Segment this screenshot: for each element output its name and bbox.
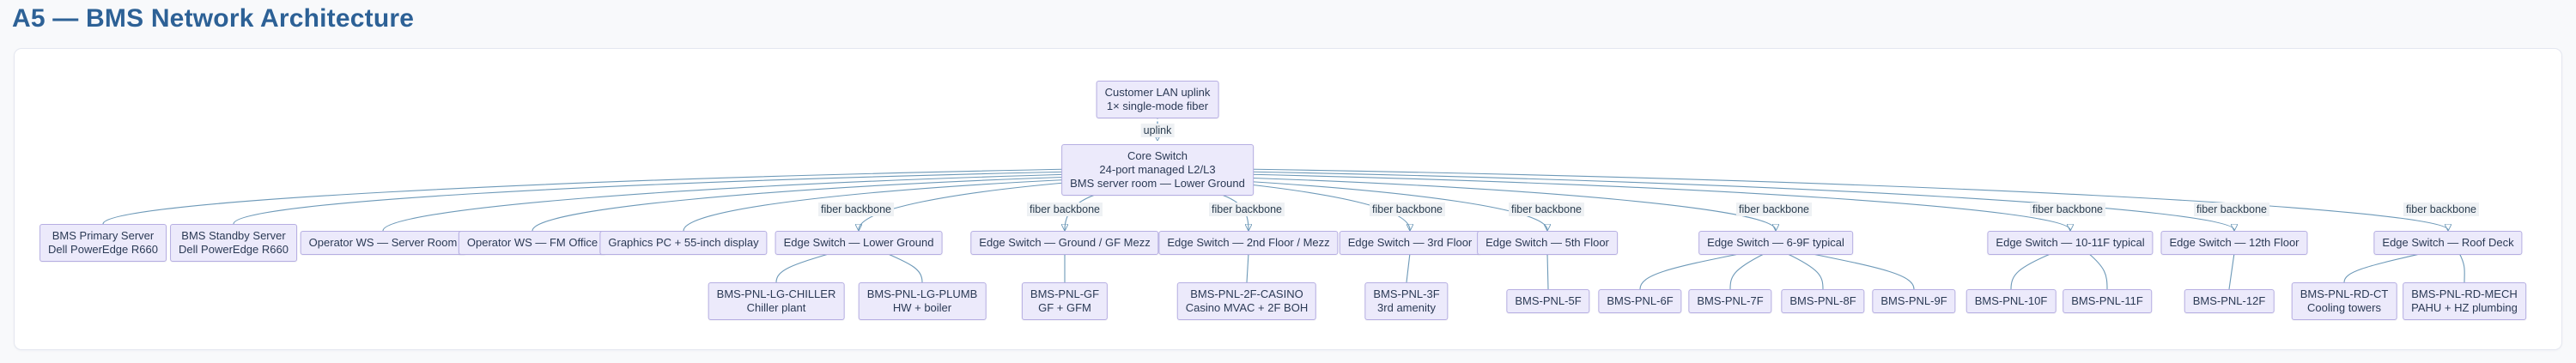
node-bms-pnl-lg-plumb: BMS-PNL-LG-PLUMB HW + boiler <box>858 282 987 320</box>
edge-label-fiber-backbone: fiber backbone <box>1208 203 1285 216</box>
node-edge-switch-ground-gf-mezz: Edge Switch — Ground / GF Mezz <box>970 231 1159 255</box>
node-label-line: Chiller plant <box>746 301 806 314</box>
node-label-line: Core Switch <box>1127 149 1188 162</box>
node-bms-pnl-7f: BMS-PNL-7F <box>1688 289 1772 313</box>
node-edge-switch-5th-floor: Edge Switch — 5th Floor <box>1477 231 1618 255</box>
node-label-line: BMS-PNL-GF <box>1030 287 1100 300</box>
edge-label-fiber-backbone: fiber backbone <box>2403 203 2480 216</box>
node-edge-switch-2nd-floor-mezz: Edge Switch — 2nd Floor / Mezz <box>1158 231 1339 255</box>
node-label-line: BMS-PNL-LG-PLUMB <box>866 287 978 300</box>
node-bms-pnl-rd-mech: BMS-PNL-RD-MECH PAHU + HZ plumbing <box>2403 282 2526 320</box>
node-label-line: BMS-PNL-LG-CHILLER <box>716 287 836 300</box>
node-bms-pnl-rd-ct: BMS-PNL-RD-CT Cooling towers <box>2291 282 2397 320</box>
node-bms-pnl-11f: BMS-PNL-11F <box>2063 289 2152 313</box>
edge-label-fiber-backbone: fiber backbone <box>1026 203 1103 216</box>
node-operator-ws-fm-office: Operator WS — FM Office <box>458 231 607 255</box>
edge-label-fiber-backbone: fiber backbone <box>1508 203 1585 216</box>
node-label-line: BMS Primary Server <box>52 229 155 242</box>
node-bms-pnl-9f: BMS-PNL-9F <box>1872 289 1956 313</box>
edge-label-uplink: uplink <box>1140 124 1175 137</box>
node-edge-switch-12th-floor: Edge Switch — 12th Floor <box>2160 231 2308 255</box>
node-label-line: 1× single-mode fiber <box>1106 100 1209 112</box>
node-label-line: HW + boiler <box>892 301 952 314</box>
node-bms-pnl-8f: BMS-PNL-8F <box>1781 289 1865 313</box>
node-bms-pnl-10f: BMS-PNL-10F <box>1965 289 2057 313</box>
node-label-line: Dell PowerEdge R660 <box>179 243 289 256</box>
node-label-line: Customer LAN uplink <box>1104 86 1211 99</box>
node-label-line: BMS-PNL-3F <box>1373 287 1440 300</box>
node-bms-pnl-12f: BMS-PNL-12F <box>2184 289 2275 313</box>
edge-label-fiber-backbone: fiber backbone <box>1369 203 1446 216</box>
edge-label-fiber-backbone: fiber backbone <box>2193 203 2270 216</box>
edge-label-fiber-backbone: fiber backbone <box>817 203 895 216</box>
node-label-line: Cooling towers <box>2307 301 2381 314</box>
node-label-line: BMS Standby Server <box>181 229 286 242</box>
node-label-line: GF + GFM <box>1038 301 1091 314</box>
edge-label-fiber-backbone: fiber backbone <box>2029 203 2106 216</box>
node-bms-primary-server: BMS Primary Server Dell PowerEdge R660 <box>39 224 167 262</box>
node-label-line: 3rd amenity <box>1377 301 1436 314</box>
node-operator-ws-server-room: Operator WS — Server Room <box>300 231 466 255</box>
node-edge-switch-roof-deck: Edge Switch — Roof Deck <box>2373 231 2523 255</box>
node-graphics-pc: Graphics PC + 55-inch display <box>599 231 768 255</box>
node-bms-pnl-6f: BMS-PNL-6F <box>1598 289 1682 313</box>
node-edge-switch-6-9f: Edge Switch — 6-9F typical <box>1698 231 1853 255</box>
node-label-line: BMS-PNL-RD-CT <box>2300 287 2389 300</box>
node-edge-switch-lower-ground: Edge Switch — Lower Ground <box>775 231 943 255</box>
node-label-line: BMS-PNL-RD-MECH <box>2411 287 2518 300</box>
node-label-line: Dell PowerEdge R660 <box>48 243 158 256</box>
node-label-line: BMS-PNL-2F-CASINO <box>1190 287 1303 300</box>
node-core-switch: Core Switch 24-port managed L2/L3 BMS se… <box>1061 144 1254 196</box>
node-bms-standby-server: BMS Standby Server Dell PowerEdge R660 <box>170 224 297 262</box>
node-edge-switch-10-11f: Edge Switch — 10-11F typical <box>1987 231 2154 255</box>
node-label-line: 24-port managed L2/L3 <box>1099 163 1216 176</box>
node-bms-pnl-5f: BMS-PNL-5F <box>1506 289 1590 313</box>
node-label-line: Casino MVAC + 2F BOH <box>1185 301 1309 314</box>
node-customer-lan-uplink: Customer LAN uplink 1× single-mode fiber <box>1096 81 1219 118</box>
node-edge-switch-3rd-floor: Edge Switch — 3rd Floor <box>1339 231 1481 255</box>
node-bms-pnl-3f: BMS-PNL-3F 3rd amenity <box>1364 282 1449 320</box>
node-bms-pnl-gf: BMS-PNL-GF GF + GFM <box>1021 282 1109 320</box>
node-bms-pnl-2f-casino: BMS-PNL-2F-CASINO Casino MVAC + 2F BOH <box>1176 282 1317 320</box>
edge-label-fiber-backbone: fiber backbone <box>1735 203 1813 216</box>
page-title: A5 — BMS Network Architecture <box>12 4 415 33</box>
node-label-line: PAHU + HZ plumbing <box>2411 301 2518 314</box>
node-bms-pnl-lg-chiller: BMS-PNL-LG-CHILLER Chiller plant <box>708 282 845 320</box>
node-label-line: BMS server room — Lower Ground <box>1070 177 1245 190</box>
